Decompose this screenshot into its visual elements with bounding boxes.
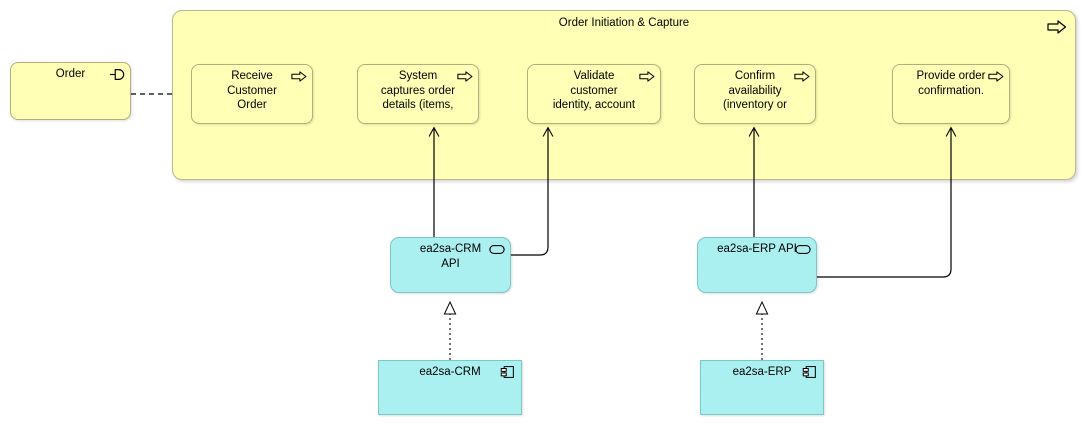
- process-label: Provide order confirmation.: [916, 70, 986, 97]
- process-label: System captures order details (items,: [380, 70, 456, 111]
- application-component-ea2sa-crm[interactable]: ea2sa-CRM: [378, 360, 522, 415]
- process-arrow-icon: [1047, 20, 1067, 34]
- application-component-label: ea2sa-CRM: [419, 366, 481, 378]
- application-component-ea2sa-erp[interactable]: ea2sa-ERP: [700, 360, 824, 415]
- application-service-label: ea2sa-ERP API: [717, 243, 797, 255]
- group-title: Order Initiation & Capture: [558, 17, 690, 29]
- process-confirm-availability[interactable]: Confirm availability (inventory or: [694, 64, 816, 124]
- process-provide-order-confirmation[interactable]: Provide order confirmation.: [892, 64, 1010, 124]
- application-service-label: ea2sa-CRM API: [419, 243, 482, 270]
- process-label: Confirm availability (inventory or: [723, 70, 787, 111]
- process-label: Receive Customer Order: [227, 70, 277, 111]
- process-receive-customer-order[interactable]: Receive Customer Order: [191, 64, 313, 124]
- process-label: Validate customer identity, account: [552, 70, 636, 111]
- application-service-ea2sa-erp-api[interactable]: ea2sa-ERP API: [697, 237, 817, 293]
- business-object-order-label: Order: [55, 68, 86, 80]
- application-component-label: ea2sa-ERP: [732, 366, 792, 378]
- process-validate-customer-identity[interactable]: Validate customer identity, account: [527, 64, 661, 124]
- process-system-captures-order-details[interactable]: System captures order details (items,: [357, 64, 479, 124]
- application-service-ea2sa-crm-api[interactable]: ea2sa-CRM API: [390, 237, 511, 293]
- business-object-order[interactable]: Order: [10, 62, 131, 120]
